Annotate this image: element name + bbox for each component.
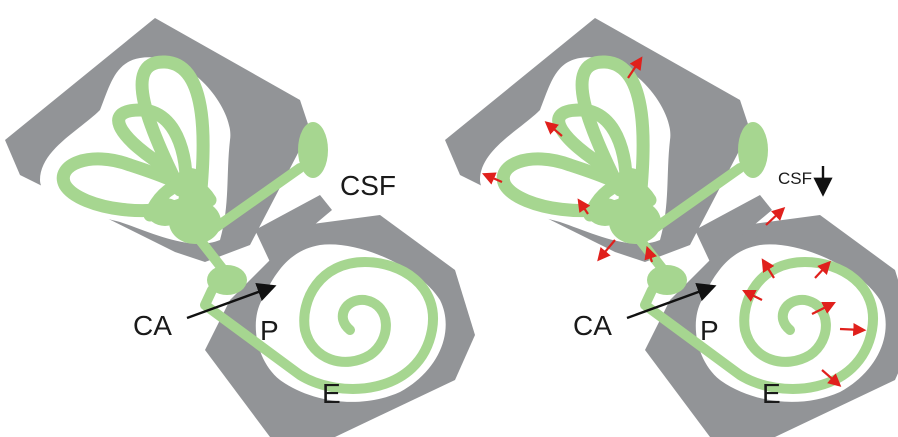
right-panel: CSF CA P E xyxy=(445,18,898,437)
p-label: P xyxy=(260,315,279,346)
pressure-arrow xyxy=(481,172,503,185)
ca-label: CA xyxy=(573,310,612,341)
pressure-arrow xyxy=(814,260,831,279)
pressure-arrow xyxy=(627,56,643,79)
pressure-arrow xyxy=(821,369,842,387)
pressure-arrow xyxy=(644,245,658,263)
ca-label: CA xyxy=(133,310,172,341)
pressure-arrows xyxy=(481,56,867,387)
p-label: P xyxy=(700,315,719,346)
pressure-arrow xyxy=(544,121,563,137)
e-label: E xyxy=(322,378,341,409)
pressure-arrow xyxy=(761,258,775,279)
pressure-arrow xyxy=(597,239,616,262)
left-panel: CSF CA P E xyxy=(5,18,475,437)
pressure-arrow xyxy=(765,206,786,226)
csf-label: CSF xyxy=(340,170,396,201)
cochlear-aqueduct-pointer xyxy=(626,282,717,320)
e-label: E xyxy=(762,378,781,409)
pressure-arrow xyxy=(742,290,763,302)
cochlear-aqueduct-pointer xyxy=(186,282,277,320)
pressure-arrow xyxy=(811,302,836,315)
pressure-arrow xyxy=(577,198,591,215)
pressure-arrow xyxy=(839,323,867,337)
csf-label: CSF xyxy=(778,169,812,188)
